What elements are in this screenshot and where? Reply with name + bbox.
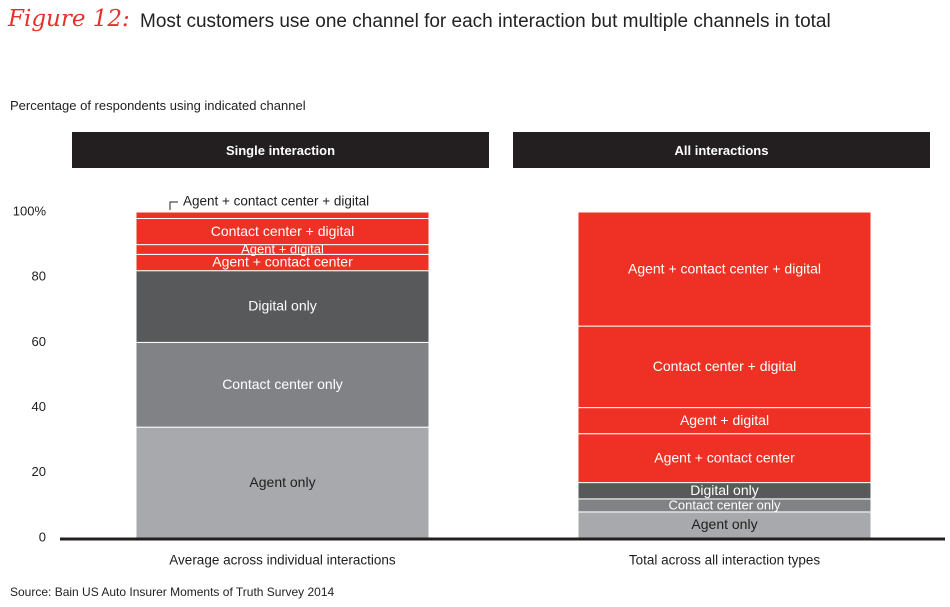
bar-segment-agent-only [135,426,430,539]
bar-segment-agent-contact-center-digital [577,211,872,327]
bar-segment-contact-center-digital [135,218,430,246]
y-tick-label: 60 [32,334,46,349]
segment-label: Agent + contact center + digital [183,194,369,209]
bar-segment-agent-contact-center-digital [135,211,430,220]
segment-label: Agent + contact center + digital [628,260,821,276]
y-tick-label: 80 [32,269,46,284]
bar-segment-contact-center-only [135,341,430,428]
segment-label: Contact center only [668,497,781,512]
segment-leader-line [169,201,178,210]
bar-segment-agent-digital [577,407,872,435]
figure-title: Most customers use one channel for each … [140,11,831,32]
y-tick-label: 40 [32,399,46,414]
segment-label: Contact center + digital [653,358,797,374]
bar-segment-digital-only [135,270,430,343]
segment-label: Agent only [249,474,315,490]
segment-label: Contact center + digital [211,223,355,239]
x-category-label: Total across all interaction types [629,553,821,568]
panel-header-all: All interactions [513,132,930,168]
panel-header-single: Single interaction [72,132,489,168]
segment-label: Agent + digital [241,241,324,256]
segment-label: Agent only [691,516,757,532]
segment-label: Contact center only [222,376,343,392]
segment-label: Digital only [248,298,316,314]
bar-segment-contact-center-digital [577,325,872,409]
source-note: Source: Bain US Auto Insurer Moments of … [10,585,335,599]
y-tick-label: 100% [13,203,47,218]
y-tick-label: 20 [32,464,46,479]
y-tick-label: 0 [39,529,46,544]
x-category-label: Average across individual interactions [169,553,396,568]
bar-segment-agent-contact-center [577,433,872,484]
chart-subtitle: Percentage of respondents using indicate… [10,98,306,113]
figure-label: Figure 12: [8,6,130,32]
segment-label: Agent + digital [680,412,769,428]
segment-label: Agent + contact center [654,449,795,465]
segment-label: Digital only [690,482,758,498]
segment-label: Agent + contact center [212,254,353,270]
